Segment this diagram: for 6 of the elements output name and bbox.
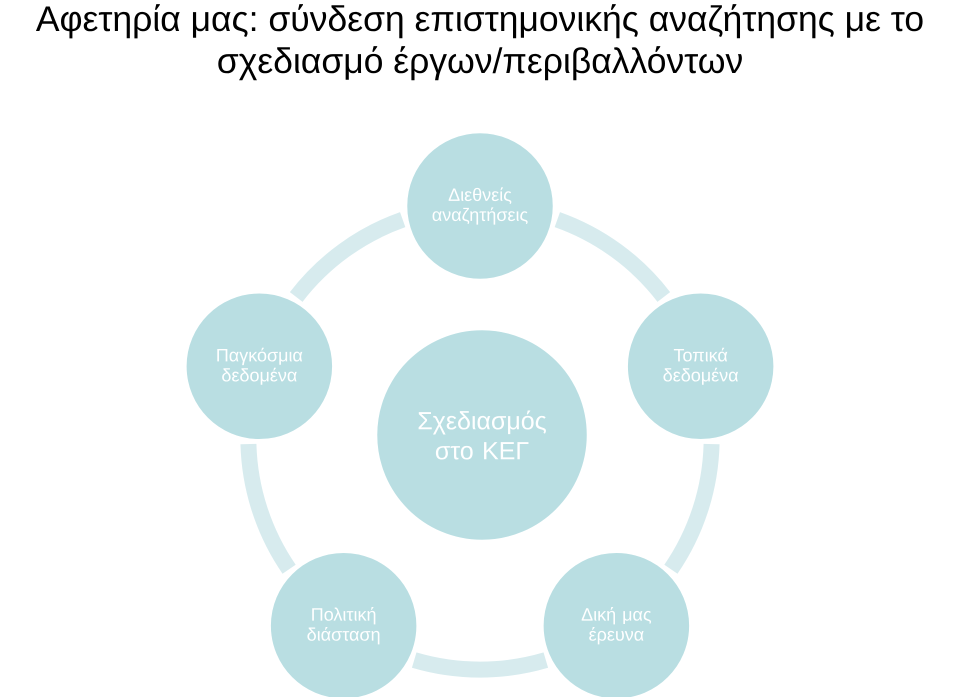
ring-arc <box>240 444 296 574</box>
ring-arc <box>290 212 406 302</box>
ring-arc <box>554 212 670 302</box>
ring-arc <box>412 652 548 678</box>
ring-arc <box>664 444 720 574</box>
title: Αφετηρία μας: σύνδεση επιστημονικής αναζήτησης με το σχεδιασμό έργων/περιβαλλόντων <box>36 4 923 80</box>
